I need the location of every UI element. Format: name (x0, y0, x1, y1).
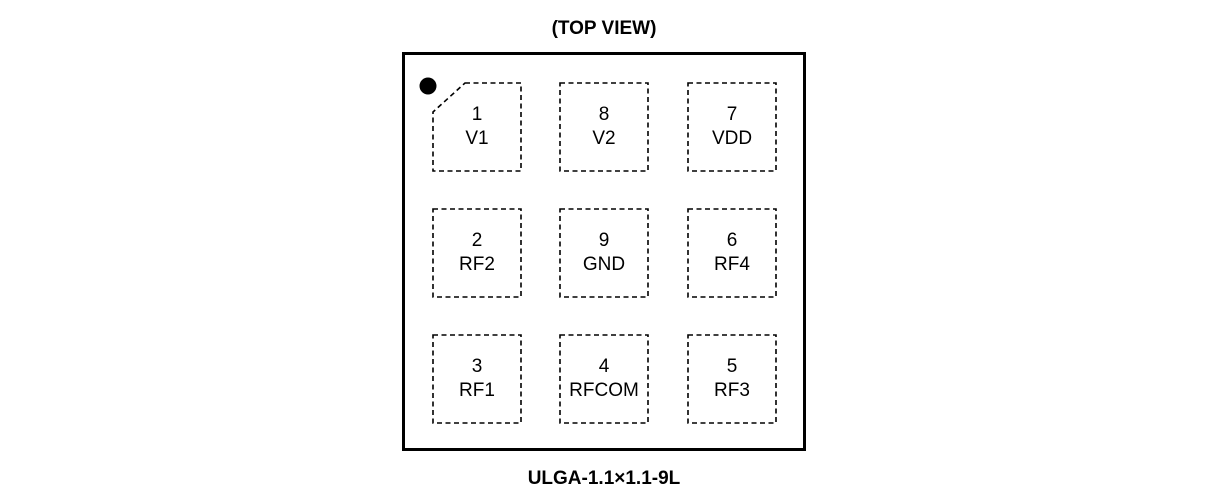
pad-outline (432, 208, 522, 298)
pad-outline (559, 82, 649, 172)
pin-number: 6 (727, 230, 738, 251)
pin-number: 1 (472, 104, 483, 125)
pad-outline (687, 208, 777, 298)
pad-outline (687, 82, 777, 172)
pad-outline (432, 82, 522, 172)
pad-outline (559, 334, 649, 424)
pin-name: GND (583, 254, 625, 275)
pin-name: RF3 (714, 380, 750, 401)
pin-name: RF4 (714, 254, 750, 275)
pin-name: RFCOM (569, 380, 639, 401)
pin-number: 3 (472, 356, 483, 377)
pin-number: 8 (599, 104, 610, 125)
pin-name: V2 (592, 128, 615, 149)
pin-name: RF2 (459, 254, 495, 275)
pin-number: 2 (472, 230, 483, 251)
package-name: ULGA-1.1×1.1-9L (528, 468, 681, 489)
view-title: (TOP VIEW) (552, 18, 657, 39)
pin-pad: 1V1 (432, 82, 522, 172)
pin-number: 7 (727, 104, 738, 125)
pin-number: 9 (599, 230, 610, 251)
pin-name: RF1 (459, 380, 495, 401)
pad-outline (432, 334, 522, 424)
pin-name: VDD (712, 128, 752, 149)
pin-number: 5 (727, 356, 738, 377)
pad-outline (687, 334, 777, 424)
pin-pad: 8V2 (559, 82, 649, 172)
pin-number: 4 (599, 356, 610, 377)
pin1-marker-dot (419, 77, 437, 95)
pin-name: V1 (465, 128, 488, 149)
package-outline (402, 52, 806, 451)
pad-outline (559, 208, 649, 298)
